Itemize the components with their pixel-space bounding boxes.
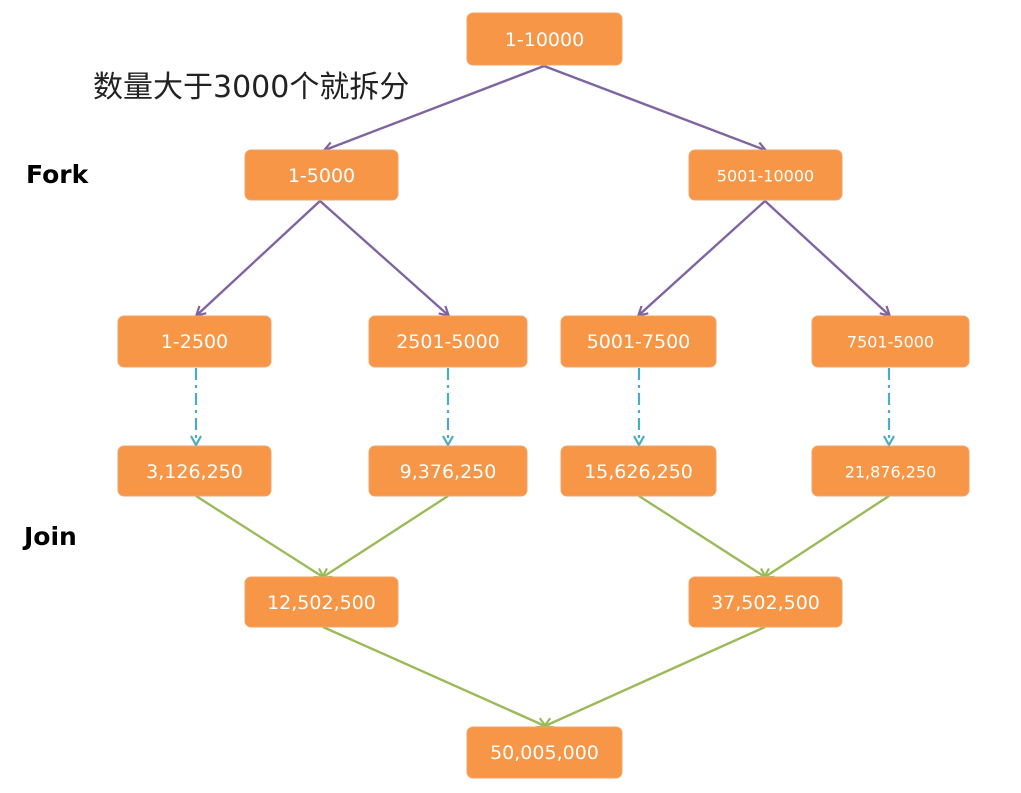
- node-q2-label: 2501-5000: [396, 331, 500, 353]
- join-arrow-q2-to-left: [323, 494, 449, 577]
- node-sum-left: 12,502,500: [244, 576, 399, 628]
- join-arrow-q4-to-right: [765, 494, 890, 577]
- fork-arrow-left-to-q1: [197, 200, 321, 315]
- split-threshold-annotation: 数量大于3000个就拆分: [93, 70, 410, 105]
- node-sum-q4: 21,876,250: [811, 445, 970, 497]
- node-q4: 7501-5000: [811, 315, 970, 368]
- node-sum-q2-label: 9,376,250: [400, 461, 497, 483]
- node-root: 1-10000: [466, 12, 623, 66]
- fork-label: Fork: [26, 160, 89, 189]
- node-sum-right-label: 37,502,500: [711, 592, 820, 614]
- node-sum-q4-label: 21,876,250: [845, 463, 937, 482]
- node-sum-right: 37,502,500: [688, 576, 843, 628]
- fork-arrow-root-to-left: [325, 64, 545, 150]
- node-sum-q3-label: 15,626,250: [584, 461, 693, 483]
- node-total-label: 50,005,000: [490, 742, 599, 764]
- node-q1-label: 1-2500: [161, 331, 228, 353]
- fork-arrow-right-to-q3: [639, 200, 766, 315]
- node-sum-q3: 15,626,250: [560, 445, 717, 497]
- node-q4-label: 7501-5000: [847, 333, 934, 352]
- node-sum-q1-label: 3,126,250: [146, 461, 243, 483]
- node-half-right-label: 5001-10000: [717, 167, 814, 186]
- fork-arrow-left-to-q2: [319, 200, 448, 315]
- node-q3-label: 5001-7500: [587, 331, 691, 353]
- node-sum-q1: 3,126,250: [117, 445, 272, 497]
- node-q3: 5001-7500: [560, 315, 717, 368]
- node-q1: 1-2500: [117, 315, 272, 368]
- join-arrow-q1-to-left: [195, 494, 323, 577]
- node-half-right: 5001-10000: [688, 149, 843, 201]
- join-arrow-right-to-total: [545, 625, 766, 726]
- fork-arrow-root-to-right: [543, 64, 765, 150]
- node-sum-left-label: 12,502,500: [267, 592, 376, 614]
- join-label: Join: [24, 522, 77, 551]
- node-half-left: 1-5000: [244, 149, 399, 201]
- node-total: 50,005,000: [466, 726, 623, 779]
- node-root-label: 1-10000: [505, 29, 584, 51]
- join-arrow-left-to-total: [322, 625, 545, 726]
- node-q2: 2501-5000: [368, 315, 528, 368]
- node-sum-q2: 9,376,250: [368, 445, 528, 497]
- node-half-left-label: 1-5000: [288, 165, 355, 187]
- join-arrow-q3-to-right: [638, 494, 765, 577]
- fork-arrow-right-to-q4: [764, 200, 889, 315]
